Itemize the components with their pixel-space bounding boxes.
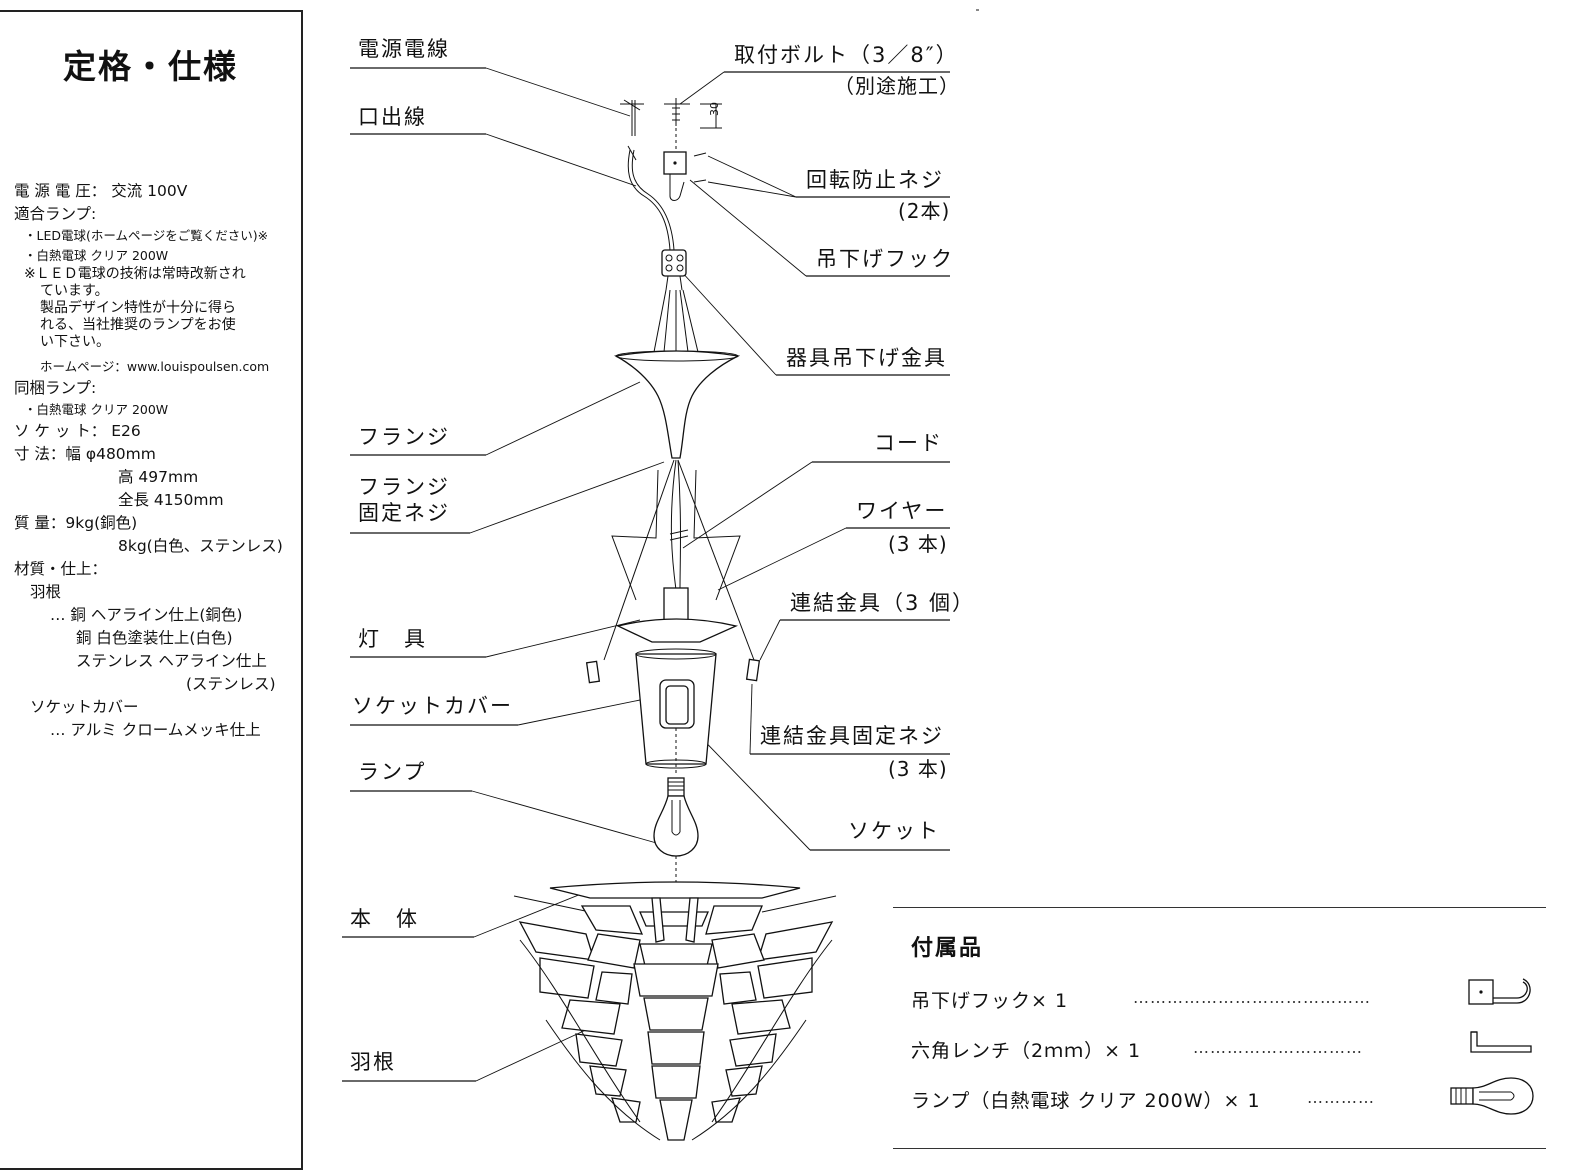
label-connector: 連結金具（3 個） [759, 591, 975, 661]
socket [659, 679, 695, 776]
spec-note-5: い下さい。 [40, 334, 110, 350]
spec-blade-stainless-note: (ステンレス) [186, 675, 276, 693]
label-blades: 羽根 [342, 1027, 591, 1082]
accessories-title: 付属品 [911, 936, 984, 961]
hanging-hook [663, 151, 707, 201]
blade-silhouette [611, 469, 741, 601]
svg-text:器具吊下げ金具: 器具吊下げ金具 [786, 346, 947, 370]
spec-width: 寸 法：幅 φ480mm [14, 445, 156, 463]
svg-text:コード: コード [874, 431, 943, 455]
spec-socket-cover-finish: … アルミ クロームメッキ仕上 [50, 721, 261, 739]
svg-text:ランプ: ランプ [358, 760, 426, 784]
svg-text:取付ボルト（3／8″）: 取付ボルト（3／8″） [734, 43, 959, 67]
label-flange-screw: フランジ 固定ネジ [350, 461, 665, 534]
label-socket-cover: ソケットカバー [350, 694, 641, 726]
svg-text:(2本): (2本) [898, 199, 950, 223]
label-cord: コード [682, 431, 950, 549]
label-anti-rotation-screw: 回転防止ネジ (2本) [707, 155, 950, 223]
label-fixture-hanger: 器具吊下げ金具 [679, 269, 950, 376]
svg-text:電源電線: 電源電線 [358, 37, 450, 61]
spec-included-bulb: ・白熱電球 クリア 200W [24, 402, 169, 417]
hex-wrench-icon [1470, 1031, 1532, 1053]
svg-text:(3 本): (3 本) [888, 532, 948, 556]
svg-text:ソケット: ソケット [848, 819, 940, 843]
outlet-wire [627, 145, 675, 251]
svg-text:フランジ: フランジ [358, 475, 450, 499]
label-hanging-hook: 吊下げフック [689, 179, 954, 277]
dimension-30: 30 [700, 102, 722, 129]
spec-body: 電 源 電 圧： 交流 100V 適合ランプ: ・LED電球(ホームページをご覧… [14, 180, 296, 742]
spec-blade-white: 銅 白色塗装仕上(白色) [76, 629, 233, 647]
label-body: 本 体 [342, 887, 597, 938]
svg-text:本 体: 本 体 [350, 907, 419, 931]
svg-text:口出線: 口出線 [358, 105, 427, 129]
spec-weight-2: 8kg(白色、ステンレス) [118, 537, 283, 555]
spec-title: 定格・仕様 [63, 47, 238, 86]
spec-included-lamp: 同梱ランプ: [14, 379, 97, 397]
spec-blade-copper: … 銅 ヘアライン仕上(銅色) [50, 606, 243, 624]
hanging-wires [653, 289, 699, 353]
hook-icon [1468, 978, 1531, 1005]
spec-compatible-lamp: 適合ランプ: [14, 205, 97, 223]
accessory-hook-leader: …………………………………… [1133, 988, 1371, 1007]
svg-text:固定ネジ: 固定ネジ [358, 501, 450, 525]
accessory-lamp-leader: ………… [1307, 1088, 1375, 1107]
accessory-lamp-label: ランプ（白熱電球 クリア 200W）× 1 [911, 1090, 1261, 1112]
flange [614, 350, 741, 459]
spec-socket-cover: ソケットカバー [30, 698, 139, 716]
lamp-bulb [653, 777, 699, 884]
spec-weight: 質 量：9kg(銅色) [14, 514, 138, 532]
label-connector-screw: 連結金具固定ネジ (3 本) [749, 683, 950, 781]
spec-panel: 定格・仕様 電 源 電 圧： 交流 100V 適合ランプ: ・LED電球(ホーム… [0, 10, 303, 1170]
label-power-cord: 電源電線 [350, 37, 631, 117]
spec-voltage: 電 源 電 圧： 交流 100V [14, 182, 188, 200]
spec-overall-length: 全長 4150mm [118, 491, 224, 509]
svg-text:(3 本): (3 本) [888, 757, 948, 781]
bulb-icon [1450, 1077, 1534, 1115]
label-wire: ワイヤー (3 本) [717, 499, 950, 591]
svg-text:連結金具（3 個）: 連結金具（3 個） [790, 591, 975, 615]
accessories-panel: 付属品 吊下げフック× 1 …………………………………… 六角レンチ（2ｍｍ）×… [893, 907, 1546, 1149]
spec-material: 材質・仕上： [14, 560, 108, 578]
power-cord-end [620, 99, 644, 136]
label-flange: フランジ [350, 381, 641, 456]
accessory-hook-label: 吊下げフック× 1 [911, 990, 1069, 1012]
accessory-hex-wrench-leader: ………………………… [1193, 1038, 1363, 1057]
svg-text:30: 30 [708, 102, 721, 116]
spec-blade-stainless: ステンレス ヘアライン仕上 [76, 652, 267, 670]
svg-text:回転防止ネジ: 回転防止ネジ [806, 168, 944, 192]
connector-right [745, 658, 761, 682]
fixture-hanger [661, 249, 687, 291]
spec-led-bulb: ・LED電球(ホームページをご覧ください)※ [24, 228, 269, 243]
svg-text:吊下げフック: 吊下げフック [816, 247, 954, 271]
spec-height: 高 497mm [118, 468, 199, 486]
label-lamp: ランプ [350, 760, 661, 845]
lamp-body [513, 881, 837, 1141]
svg-text:連結金具固定ネジ: 連結金具固定ネジ [760, 724, 944, 748]
svg-text:フランジ: フランジ [358, 425, 450, 449]
mount-bolt [664, 98, 690, 126]
connector-left [585, 660, 601, 684]
spec-note-3: 製品デザイン特性が十分に得ら [40, 300, 236, 316]
spec-homepage: ホームページ：www.louispoulsen.com [40, 359, 270, 374]
spec-blades: 羽根 [30, 583, 62, 601]
spec-socket: ソ ケ ッ ト： E26 [14, 422, 141, 440]
fixture-top [616, 587, 739, 643]
accessory-hex-wrench-label: 六角レンチ（2ｍｍ）× 1 [911, 1040, 1142, 1062]
cord-and-wires [603, 459, 755, 661]
svg-text:（別途施工）: （別途施工） [834, 74, 960, 98]
svg-text:ワイヤー: ワイヤー [856, 499, 947, 523]
spec-note-2: ています。 [40, 283, 109, 299]
spec-incandescent: ・白熱電球 クリア 200W [24, 248, 169, 263]
svg-text:灯 具: 灯 具 [358, 627, 427, 651]
label-fixture: 灯 具 [350, 619, 641, 658]
label-outlet-wire: 口出線 [350, 105, 637, 187]
spec-note-4: れる、当社推奨のランプをお使 [40, 317, 236, 333]
label-mount-bolt: 取付ボルト（3／8″） （別途施工） [679, 43, 960, 105]
spec-note-1: ※ＬＥＤ電球の技術は常時改新され [24, 266, 246, 282]
svg-text:ソケットカバー: ソケットカバー [352, 694, 513, 718]
svg-text:羽根: 羽根 [350, 1050, 396, 1074]
